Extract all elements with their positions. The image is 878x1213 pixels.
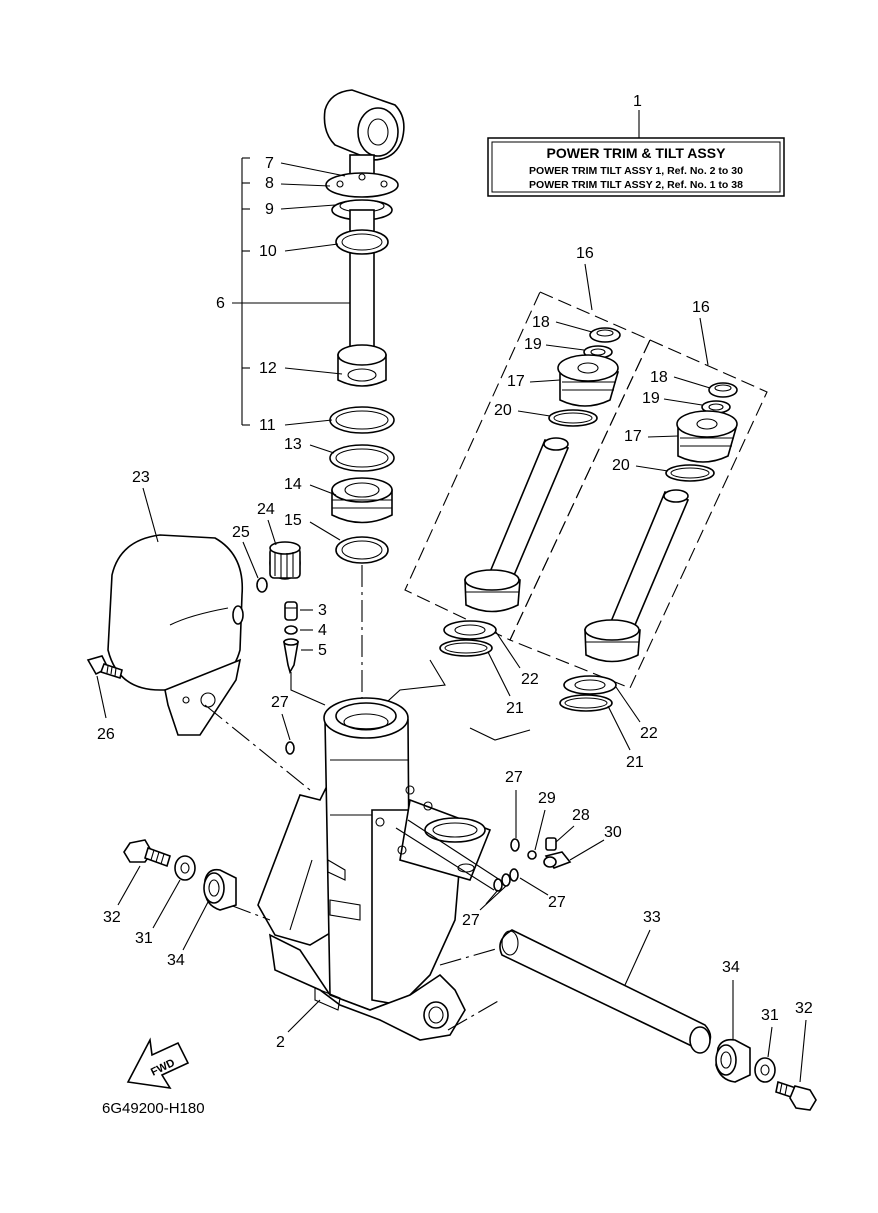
ref-label-29: 29 xyxy=(538,790,556,807)
ref-label-16a: 16 xyxy=(576,245,594,262)
ref-label-25: 25 xyxy=(232,524,250,541)
ref-label-2: 2 xyxy=(276,1034,285,1051)
ref-label-20a: 20 xyxy=(494,402,512,419)
ref-label-27c: 27 xyxy=(462,912,480,929)
bracket-6: 6 7 8 9 10 12 11 13 14 15 xyxy=(216,155,350,541)
tilt-pin-33: 33 34 31 32 xyxy=(499,909,817,1111)
ref-label-11: 11 xyxy=(259,417,276,434)
ref-label-1: 1 xyxy=(633,93,642,110)
ref-label-14: 14 xyxy=(284,476,302,493)
diagram-code: 6G49200-H180 xyxy=(102,1100,205,1117)
left-hardware: 32 31 34 xyxy=(103,839,237,969)
seals-21-22: 22 21 22 21 xyxy=(439,620,658,771)
filter-24-25: 24 25 xyxy=(232,501,301,593)
ref-label-33: 33 xyxy=(643,909,661,926)
ref-label-21a: 21 xyxy=(506,700,524,717)
ref-label-26: 26 xyxy=(97,726,115,743)
ref-label-19a: 19 xyxy=(524,336,542,353)
ref-label-13: 13 xyxy=(284,436,302,453)
ref-label-12: 12 xyxy=(259,360,277,377)
ref-label-3: 3 xyxy=(318,602,327,619)
fwd-arrow: FWD xyxy=(126,1037,190,1090)
ref-label-16b: 16 xyxy=(692,299,710,316)
ref-label-32b: 32 xyxy=(795,1000,813,1017)
ref-label-4: 4 xyxy=(318,622,327,639)
title-box: 1 POWER TRIM & TILT ASSY POWER TRIM TILT… xyxy=(487,93,785,197)
ref-label-22b: 22 xyxy=(640,725,658,742)
parts-28-29-30: 29 28 30 xyxy=(527,790,622,869)
ref-label-17a: 17 xyxy=(507,373,525,390)
title-box-line-1: POWER TRIM TILT ASSY 1, Ref. No. 2 to 30 xyxy=(529,165,743,177)
ref-label-34b: 34 xyxy=(722,959,740,976)
trim-cylinder-group-right: 16 18 19 17 20 xyxy=(509,299,768,689)
trim-cylinder-group-left: 16 18 19 17 20 xyxy=(404,245,651,641)
ref-label-15: 15 xyxy=(284,512,302,529)
ref-label-5: 5 xyxy=(318,642,327,659)
ref-label-21b: 21 xyxy=(626,754,644,771)
ref-label-31b: 31 xyxy=(761,1007,779,1024)
ref-label-20b: 20 xyxy=(612,457,630,474)
ref-label-18b: 18 xyxy=(650,369,668,386)
ref-label-27a: 27 xyxy=(271,694,289,711)
ref-label-17b: 17 xyxy=(624,428,642,445)
reservoir-23: 23 xyxy=(107,469,244,736)
orings-27: 27 27 27 27 xyxy=(271,694,566,929)
ref-label-23: 23 xyxy=(132,469,150,486)
ref-label-9: 9 xyxy=(265,201,274,218)
ref-label-7: 7 xyxy=(265,155,274,172)
ref-label-10: 10 xyxy=(259,243,277,260)
ref-label-18a: 18 xyxy=(532,314,550,331)
ref-label-28: 28 xyxy=(572,807,590,824)
manifold-body-2: 2 xyxy=(257,697,492,1051)
ref-label-30: 30 xyxy=(604,824,622,841)
ref-label-24: 24 xyxy=(257,501,275,518)
title-box-line-2: POWER TRIM TILT ASSY 2, Ref. No. 1 to 38 xyxy=(529,179,743,191)
ref-label-27b: 27 xyxy=(505,769,523,786)
bolt-26: 26 xyxy=(86,655,123,743)
tilt-rod-assembly xyxy=(323,89,405,720)
ref-label-8: 8 xyxy=(265,175,274,192)
ref-label-34a: 34 xyxy=(167,952,185,969)
ref-label-32a: 32 xyxy=(103,909,121,926)
valve-parts-3-4-5: 3 4 5 xyxy=(283,601,327,706)
ref-label-19b: 19 xyxy=(642,390,660,407)
title-box-heading: POWER TRIM & TILT ASSY xyxy=(547,145,727,161)
ref-label-6: 6 xyxy=(216,295,225,312)
ref-label-22a: 22 xyxy=(521,671,539,688)
ref-label-27d: 27 xyxy=(548,894,566,911)
ref-label-31a: 31 xyxy=(135,930,153,947)
